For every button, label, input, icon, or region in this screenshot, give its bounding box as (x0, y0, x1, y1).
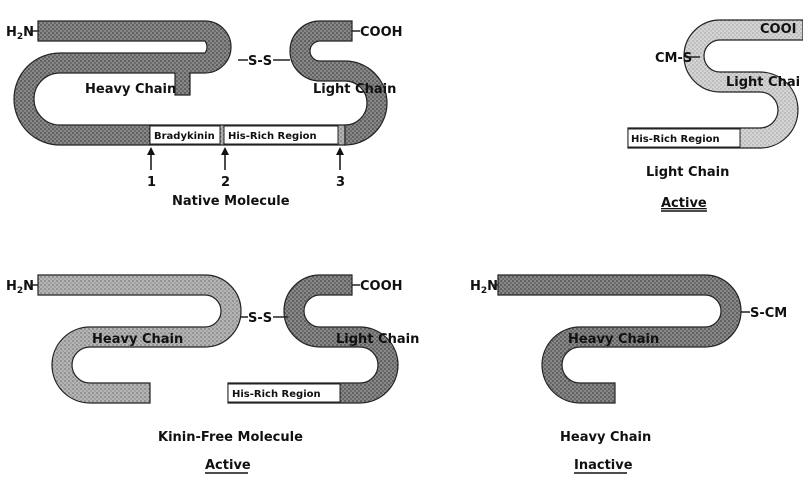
light-fragment-his-label: His-Rich Region (631, 134, 720, 145)
heavy-fragment-h2n-label: H2N (470, 279, 498, 296)
kinin-his-label: His-Rich Region (232, 389, 321, 400)
kinin-ss-label: S-S (248, 311, 272, 326)
kinin-free-caption: Kinin-Free Molecule (158, 430, 303, 445)
heavy-fragment-scm-label: S-CM (750, 306, 787, 321)
svg-text:3: 3 (336, 175, 345, 190)
cleavage-arrow-3: 3 (336, 147, 345, 190)
svg-text:1: 1 (147, 175, 156, 190)
kinin-free-molecule: His-Rich Region H2N COOH S-S Heavy Chain… (6, 275, 419, 473)
heavy-fragment-chain-label: Heavy Chain (568, 332, 659, 347)
heavy-chain-fragment: H2N S-CM Heavy Chain Heavy Chain Inactiv… (470, 275, 787, 473)
native-molecule: Bradykinin His-Rich Region H2N COOH S-S … (6, 21, 403, 209)
light-fragment-cms-label: CM-S (655, 51, 692, 66)
bradykinin-label: Bradykinin (154, 131, 215, 142)
cleavage-arrow-1: 1 (147, 147, 156, 190)
light-chain-fragment: His-Rich Region CM-S COOI Light Chai Lig… (628, 20, 803, 211)
light-fragment-chain-label: Light Chai (726, 75, 800, 90)
his-rich-label: His-Rich Region (228, 131, 317, 142)
native-h2n-label: H2N (6, 25, 34, 42)
svg-text:2: 2 (221, 175, 230, 190)
heavy-fragment-status: Inactive (574, 458, 633, 473)
heavy-fragment-caption: Heavy Chain (560, 430, 651, 445)
native-ss-label: S-S (248, 54, 272, 69)
kinin-free-status: Active (205, 458, 251, 473)
native-molecule-caption: Native Molecule (172, 194, 290, 209)
kinin-light-chain-label: Light Chain (336, 332, 419, 347)
cleavage-arrow-2: 2 (221, 147, 230, 190)
light-fragment-cooh-label: COOI (760, 22, 796, 37)
kinin-h2n-label: H2N (6, 279, 34, 296)
light-fragment-caption: Light Chain (646, 165, 729, 180)
kinin-cooh-label: COOH (360, 279, 403, 294)
native-light-chain-label: Light Chain (313, 82, 396, 97)
native-heavy-chain-label: Heavy Chain (85, 82, 176, 97)
light-fragment-status: Active (661, 196, 707, 211)
kinin-heavy-chain-label: Heavy Chain (92, 332, 183, 347)
native-cooh-label: COOH (360, 25, 403, 40)
